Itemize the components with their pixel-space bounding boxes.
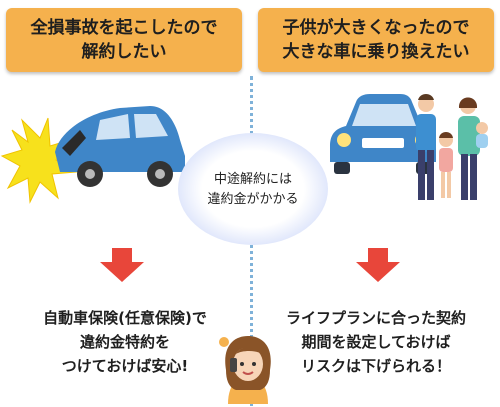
left-box-line2: 解約したい bbox=[81, 42, 167, 62]
left-solution-line1: 自動車保険(任意保険)で bbox=[43, 309, 207, 327]
car-and-family-illustration bbox=[330, 94, 488, 200]
baby-figure bbox=[476, 122, 488, 134]
left-box-line1: 全損事故を起こしたので bbox=[30, 18, 218, 38]
penalty-bubble-text: 中途解約には 違約金がかかる bbox=[178, 170, 328, 210]
right-solution-text: ライフプランに合った契約 期間を設定しておけば リスクは下げられる！ bbox=[254, 306, 498, 378]
coin-icon bbox=[219, 337, 229, 347]
left-scenario-box: 全損事故を起こしたので 解約したい bbox=[6, 8, 242, 72]
right-solution-line1: ライフプランに合った契約 bbox=[285, 309, 466, 327]
penalty-line2: 違約金がかかる bbox=[207, 192, 299, 207]
left-solution-line3: つけておけば安心! bbox=[61, 357, 189, 375]
phone-icon bbox=[230, 358, 237, 372]
penalty-bubble bbox=[178, 133, 328, 245]
right-solution-line3: リスクは下げられる！ bbox=[300, 357, 451, 375]
woman-on-phone-illustration bbox=[219, 336, 271, 404]
left-solution-text: 自動車保険(任意保険)で 違約金特約を つけておけば安心! bbox=[4, 306, 246, 378]
right-solution-line2: 期間を設定しておけば bbox=[301, 333, 451, 351]
impact-burst-icon bbox=[0, 117, 78, 204]
left-down-arrow-icon bbox=[100, 248, 144, 282]
left-solution-line2: 違約金特約を bbox=[79, 333, 170, 351]
right-box-line2: 大きな車に乗り換えたい bbox=[282, 42, 470, 62]
right-down-arrow-icon bbox=[356, 248, 400, 282]
right-box-line1: 子供が大きくなったので bbox=[282, 18, 470, 38]
car-crash-illustration bbox=[0, 106, 185, 204]
penalty-line1: 中途解約には bbox=[213, 172, 292, 187]
right-scenario-box: 子供が大きくなったので 大きな車に乗り換えたい bbox=[258, 8, 494, 72]
